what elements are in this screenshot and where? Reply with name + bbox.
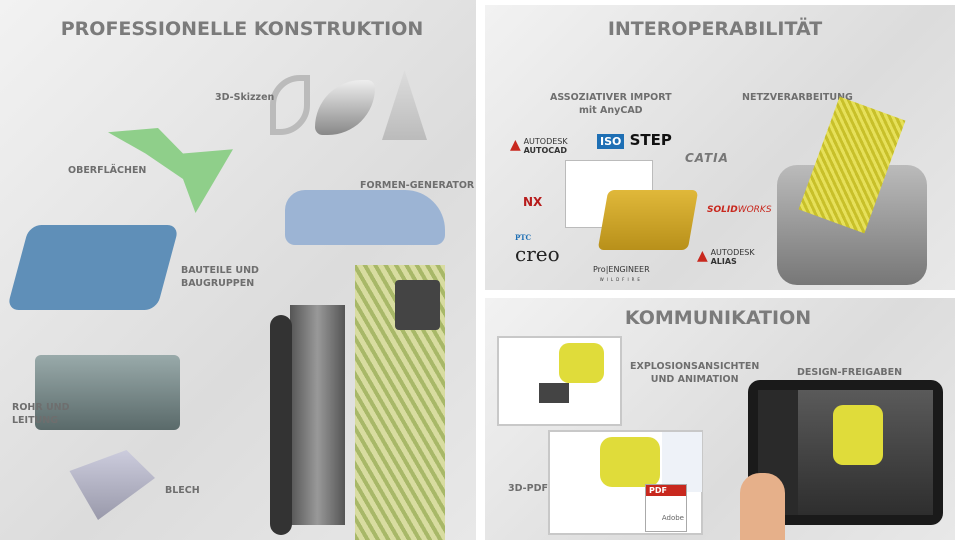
label-parts-line1: BAUTEILE UND [181, 265, 259, 276]
pdf-badge: PDF [646, 485, 686, 496]
label-pipe: ROHR UND LEITUNG [12, 401, 70, 427]
exploded-view-image [497, 336, 622, 426]
logo-nx: NX [523, 195, 543, 209]
label-exploded-views: EXPLOSIONSANSICHTEN UND ANIMATION [630, 360, 759, 386]
ptc-text: PTC [515, 233, 532, 242]
pipe-image [35, 355, 180, 430]
label-form-generator: FORMEN-GENERATOR [360, 180, 475, 191]
panel-title: KOMMUNIKATION [624, 307, 812, 329]
alias-product: ALIAS [710, 257, 737, 266]
pdf-document-image: PDF Adobe [548, 430, 703, 535]
logo-solidworks: SOLIDWORKS [707, 205, 772, 215]
label-sheet: BLECH [165, 485, 200, 496]
gearbox-model-image [597, 190, 699, 250]
label-design-sharing: DESIGN-FREIGABEN [797, 367, 903, 378]
label-3d-pdf: 3D-PDF [508, 483, 548, 494]
alias-brand: AUTODESK [710, 248, 755, 257]
proe-text: Pro|ENGINEER [593, 265, 650, 274]
creo-text: creo [515, 242, 560, 266]
label-surfaces: OBERFLÄCHEN [68, 165, 147, 176]
label-import-line1: ASSOZIATIVER IMPORT [550, 92, 672, 103]
panel-communication: KOMMUNIKATION EXPLOSIONSANSICHTEN UND ANI… [485, 298, 955, 540]
sketch-image [270, 65, 430, 140]
logo-catia: CATIA [685, 151, 729, 165]
label-mesh: NETZVERARBEITUNG [742, 92, 853, 103]
wildfire-text: WILDFIRE [599, 277, 643, 282]
clamp-model-image [270, 185, 475, 540]
label-explode-line2: UND ANIMATION [650, 374, 739, 385]
panel-interoperability: INTEROPERABILITÄT ASSOZIATIVER IMPORT mit… [485, 5, 955, 290]
panel-title: PROFESSIONELLE KONSTRUKTION [60, 18, 424, 40]
autocad-product: AUTOCAD [523, 146, 567, 155]
label-parts-line2: BAUGRUPPEN [181, 278, 255, 289]
works-text: WORKS [737, 205, 772, 215]
label-associative-import: ASSOZIATIVER IMPORT mit AnyCAD [550, 91, 672, 117]
pdf-icon: PDF Adobe [645, 484, 687, 532]
autocad-brand: AUTODESK [523, 137, 568, 146]
mesh-robot-image [777, 96, 942, 285]
iso-badge: ISO [597, 134, 625, 149]
part-image [6, 225, 180, 310]
label-explode-line1: EXPLOSIONSANSICHTEN [630, 361, 760, 372]
hand-image [740, 473, 785, 540]
step-text: STEP [629, 131, 672, 149]
label-sketch: 3D-Skizzen [215, 92, 275, 103]
adobe-text: Adobe [661, 514, 684, 522]
logo-iso-step: ISO STEP [597, 131, 672, 149]
solid-text: SOLID [707, 205, 738, 215]
label-parts: BAUTEILE UND BAUGRUPPEN [181, 264, 259, 290]
sheet-metal-image [69, 450, 155, 520]
panel-professional-design: PROFESSIONELLE KONSTRUKTION 3D-Skizzen O… [0, 0, 476, 540]
logo-proengineer: Pro|ENGINEER WILDFIRE [593, 265, 650, 283]
label-pipe-line1: ROHR UND [12, 402, 70, 413]
label-pipe-line2: LEITUNG [12, 415, 59, 426]
panel-title: INTEROPERABILITÄT [607, 18, 823, 40]
label-import-line2: mit AnyCAD [579, 105, 643, 116]
